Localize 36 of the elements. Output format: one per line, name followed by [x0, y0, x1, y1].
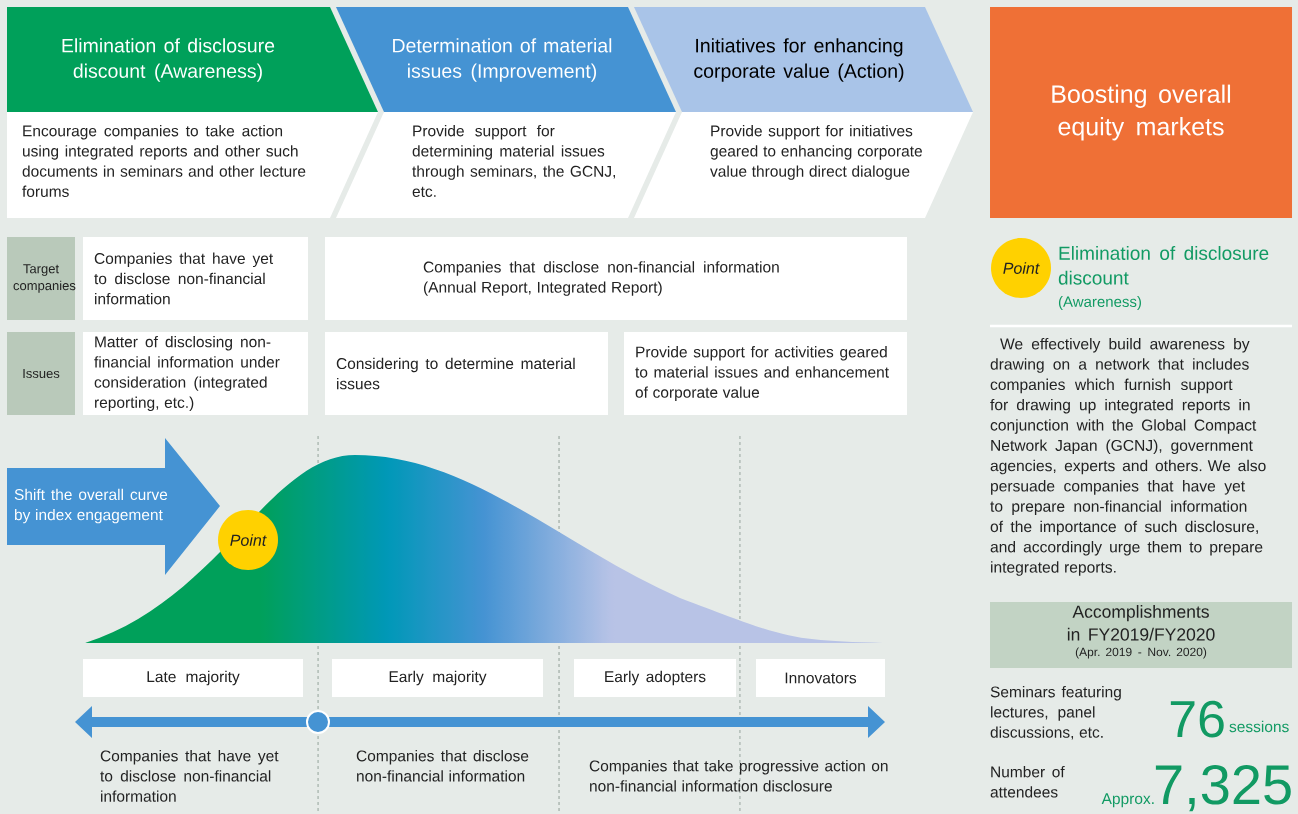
unit-text: Approx.: [1101, 793, 1154, 808]
shift-banner: Shift the overall curve by index engagement: [7, 438, 220, 575]
point-badge: Point: [218, 510, 278, 570]
chevron-panel: Elimination of disclosure discount (Awareness) Encourage companies to take action using integrated reports and other such documents in seminars and other lecture forums: [7, 7, 378, 218]
unit-text: sessions: [1229, 720, 1289, 733]
table-cell: Companies that have yet to disclose non-financial information: [83, 237, 308, 320]
section-heading: Elimination of disclosure discount: [1058, 246, 1269, 285]
chevron-panel: Initiatives for enhancing corporate value (Action) Provide support for initiatives geared to enhancing corporate value through direct dialogue: [634, 7, 973, 218]
stage-box: Early adopters: [574, 659, 736, 697]
node-label: Determination of material issues (Improvement): [393, 38, 612, 82]
stage-box: Innovators: [756, 659, 885, 697]
stat-label: Seminars featuring lectures, panel discussions, etc.: [990, 686, 1121, 740]
caption-text: Companies that disclose non-financial information: [356, 750, 529, 782]
table-cell: Considering to determine material issues: [325, 332, 608, 415]
chevron-panel: Determination of material issues (Improvement) Provide support for determining material issues through seminars, the GCNJ, etc.: [336, 7, 676, 218]
row-header: Issues: [7, 332, 75, 415]
stat-label: Number of attendees: [990, 766, 1065, 798]
subheading: (Awareness): [1058, 296, 1141, 310]
caption-text: Companies that take progressive action on non-financial information disclosure: [589, 760, 888, 792]
table-cell: Matter of disclosing non-financial information under consideration (integrated reporting, etc.): [83, 332, 308, 415]
row-header: Target companies: [7, 237, 76, 320]
caption-text: Companies that have yet to disclose non-financial information: [100, 750, 279, 802]
body-text: We effectively build awareness by drawing on a network that includes companies which furnish support for drawing up integrated reports in conjunction with the Global Compact Network Japan (GCNJ), government agencies, experts and others. We also persuade companies that have yet to prepare non-financial information of the importance of such disclosure, and accordingly urge them to prepare integrated reports.: [990, 338, 1266, 576]
banner-box: Boosting overall equity markets: [990, 7, 1292, 218]
node-label: Encourage companies to take action using integrated reports and other such documents in seminars and other lecture forums: [22, 125, 306, 197]
node-label: Provide support for initiatives geared to enhancing corporate value through direct dialogue: [710, 125, 922, 180]
summary-box: Accomplishments in FY2019/FY2020 (Apr. 2019 - Nov. 2020): [990, 602, 1292, 668]
stat-number: 7,325: [1155, 764, 1291, 812]
node-label: Elimination of disclosure discount (Awareness): [62, 38, 275, 82]
point-badge: Point: [991, 238, 1051, 298]
stage-box: Late majority: [83, 659, 303, 697]
node-label: Initiatives for enhancing corporate value (Action): [694, 38, 904, 82]
node-label: Provide support for determining material issues through seminars, the GCNJ, etc.: [412, 125, 615, 197]
table-cell: Companies that disclose non-financial information (Annual Report, Integrated Report): [325, 237, 907, 320]
table-cell: Provide support for activities geared to material issues and enhancement of corporate value: [624, 332, 907, 415]
stage-box: Early majority: [332, 659, 543, 697]
